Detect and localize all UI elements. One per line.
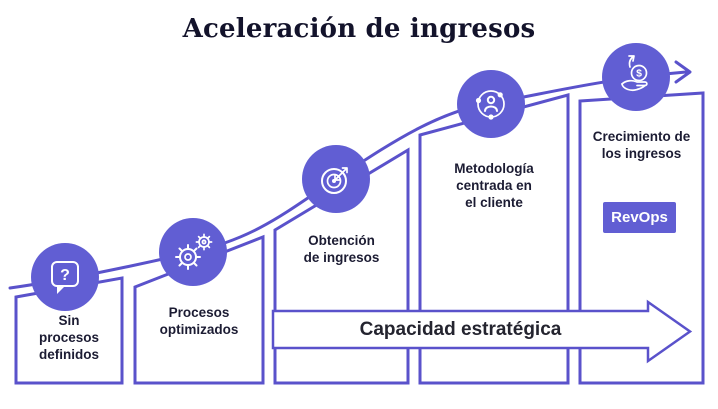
target-dart-icon bbox=[302, 145, 370, 213]
stage-label-5: Crecimiento de los ingresos bbox=[592, 129, 691, 161]
gears-icon bbox=[159, 218, 227, 286]
hand-money-icon: $ bbox=[602, 43, 670, 111]
strategic-capacity-arrow-label: Capacidad estratégica bbox=[359, 319, 562, 340]
svg-text:$: $ bbox=[636, 68, 642, 80]
question-bubble-icon: ? bbox=[31, 243, 99, 311]
stage-label-1: Sin procesos definidos bbox=[38, 313, 100, 362]
svg-text:?: ? bbox=[60, 267, 70, 284]
revops-badge: RevOps bbox=[603, 202, 676, 233]
stage-label-4: Metodología centrada en el cliente bbox=[454, 161, 534, 210]
stage-label-2: Procesos optimizados bbox=[159, 305, 239, 337]
diagram-title: Aceleración de ingresos bbox=[182, 14, 536, 44]
stage-label-3: Obtención de ingresos bbox=[303, 233, 380, 265]
strategic-capacity-arrow bbox=[271, 299, 693, 364]
growth-curve-arrowhead bbox=[674, 60, 692, 84]
customer-centric-icon bbox=[457, 70, 525, 138]
